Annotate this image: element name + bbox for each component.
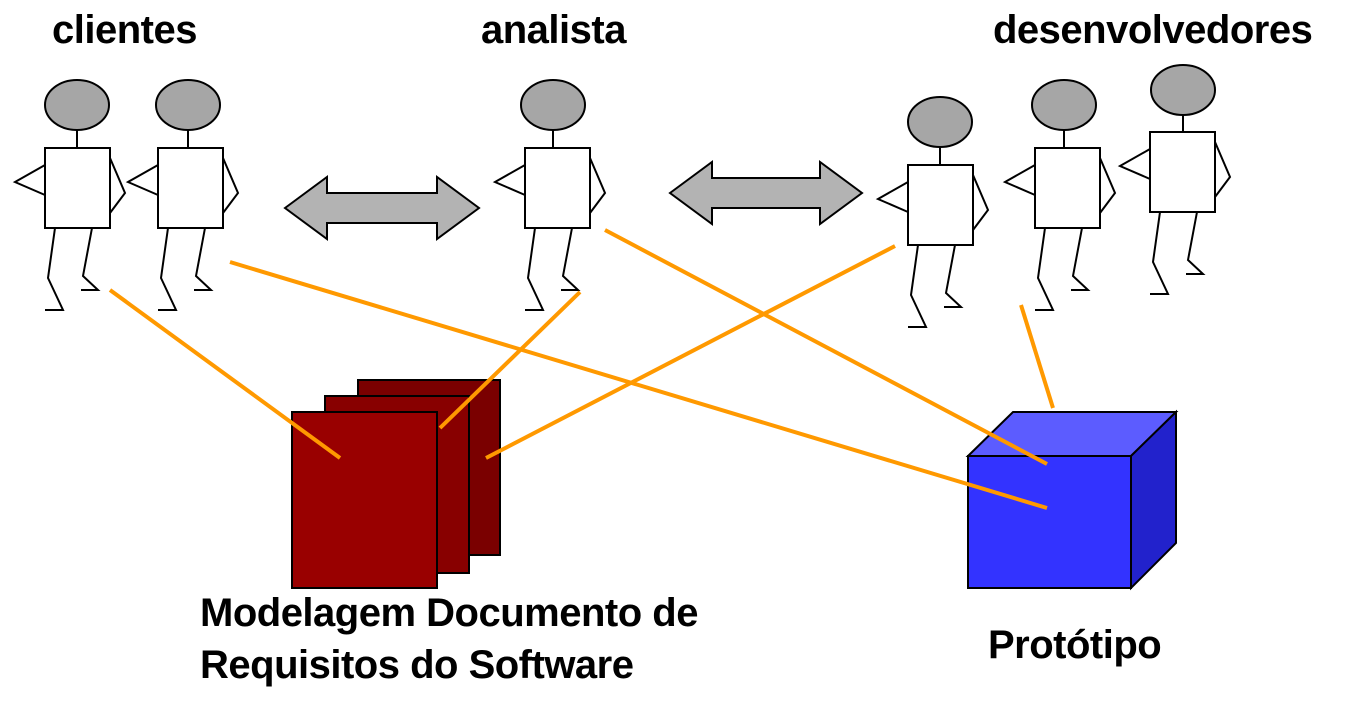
figure-right-arm xyxy=(222,157,240,214)
figure-left-arm xyxy=(12,164,46,196)
figure-right-leg xyxy=(944,244,964,308)
figure-head xyxy=(520,79,586,131)
figure-right-leg xyxy=(561,227,581,291)
figure-head xyxy=(907,96,973,148)
figure-body xyxy=(157,147,224,229)
figure-left-leg xyxy=(158,227,178,311)
figure-right-leg xyxy=(1071,227,1091,291)
developer-figure-2 xyxy=(1002,79,1117,311)
figure-left-arm xyxy=(1002,164,1036,196)
developer-figure-3 xyxy=(1117,64,1232,295)
figure-right-leg xyxy=(81,227,101,291)
figure-right-arm xyxy=(589,157,607,214)
figure-body xyxy=(44,147,111,229)
figures-layer xyxy=(12,64,1232,328)
figure-body xyxy=(524,147,591,229)
connector-client1-document xyxy=(108,288,342,460)
client-figure-1 xyxy=(12,79,127,311)
figure-left-arm xyxy=(125,164,159,196)
connector-developer-document xyxy=(485,244,896,460)
prototype-caption: Protótipo xyxy=(988,623,1162,667)
connector-analyst-document xyxy=(438,290,582,430)
developers-label: desenvolvedores xyxy=(993,8,1313,52)
analyst-figure xyxy=(492,79,607,311)
figure-right-leg xyxy=(1186,211,1206,275)
figure-left-leg xyxy=(1150,211,1170,295)
figure-left-arm xyxy=(1117,148,1151,180)
figure-body xyxy=(1034,147,1101,229)
figure-right-arm xyxy=(109,157,127,214)
figure-body xyxy=(1149,131,1216,213)
figure-left-arm xyxy=(492,164,526,196)
connector-developer-prototype xyxy=(1019,304,1055,409)
prototype-cube xyxy=(965,409,1179,591)
figure-right-arm xyxy=(1099,157,1117,214)
double-arrow-analyst-developers xyxy=(668,160,864,226)
figure-right-leg xyxy=(194,227,214,291)
document-caption-line1: Modelagem Documento de xyxy=(200,591,698,635)
clients-label: clientes xyxy=(52,8,197,52)
developer-figure-1 xyxy=(875,96,990,328)
connector-analyst-prototype xyxy=(604,228,1048,466)
figure-left-leg xyxy=(45,227,65,311)
double-arrow-clients-analyst xyxy=(283,175,481,241)
figure-right-arm xyxy=(1214,141,1232,198)
figure-right-arm xyxy=(972,174,990,231)
requirements-document-stack xyxy=(291,379,501,589)
figure-left-leg xyxy=(525,227,545,311)
figure-head xyxy=(155,79,221,131)
figure-left-leg xyxy=(1035,227,1055,311)
figure-head xyxy=(1031,79,1097,131)
figure-left-leg xyxy=(908,244,928,328)
figure-head xyxy=(44,79,110,131)
client-figure-2 xyxy=(125,79,240,311)
figure-left-arm xyxy=(875,181,909,213)
analyst-label: analista xyxy=(481,8,626,52)
connector-client2-prototype xyxy=(229,260,1048,510)
document-caption-line2: Requisitos do Software xyxy=(200,643,634,687)
figure-head xyxy=(1150,64,1216,116)
cube-front-face xyxy=(967,455,1132,589)
figure-body xyxy=(907,164,974,246)
connector-lines xyxy=(108,228,1055,510)
